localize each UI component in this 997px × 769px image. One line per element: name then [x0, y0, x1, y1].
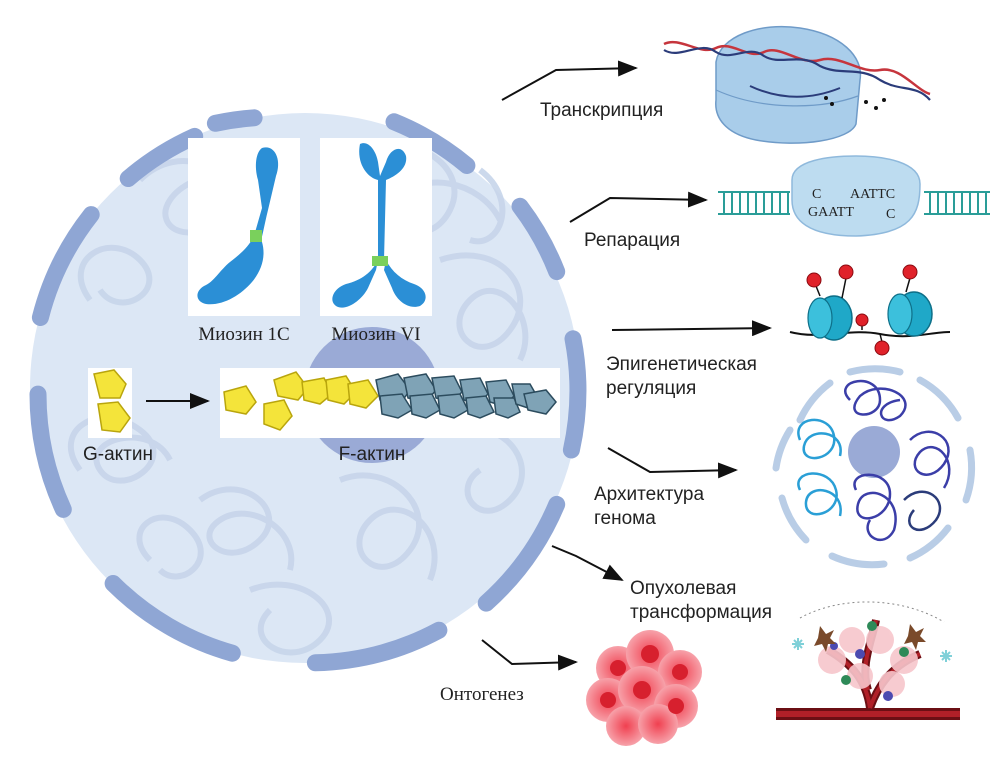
repair-dna-top-left: C — [812, 187, 821, 202]
chromatin — [67, 141, 529, 656]
arrow-ontogenesis — [481, 639, 578, 671]
repair-label: Репарация — [584, 230, 680, 251]
ontogenesis-label: Онтогенез — [440, 684, 524, 705]
epigenetic-label-2: регуляция — [606, 378, 696, 399]
tumor-vessel-icon — [776, 601, 960, 720]
myosin-1c-icon — [197, 147, 279, 305]
nucleosome-methylation-icon — [789, 264, 951, 356]
tumor-label-2: трансформация — [630, 602, 772, 623]
f-actin-blue — [375, 373, 557, 419]
transcription-label: Транскрипция — [540, 100, 663, 121]
arrow-transcription — [501, 60, 638, 101]
tumor-label-1: Опухолевая — [630, 578, 736, 599]
f-actin-label: F-актин — [339, 444, 406, 465]
g-actin-label: G-актин — [83, 444, 153, 465]
transcription-complex-icon — [663, 25, 931, 144]
f-actin-yellow — [223, 371, 379, 431]
myosin-1c-label: Миозин 1С — [198, 324, 289, 345]
repair-dna-top-right: AATTC — [850, 187, 895, 202]
repair-dna-bottom-right: C — [886, 207, 895, 222]
myosin-6-icon — [332, 143, 426, 308]
actin: G-актин F-актин — [83, 368, 560, 465]
nuclear-lamina — [29, 109, 587, 672]
dna-repair-icon: C AATTC GAATT C — [718, 155, 990, 237]
myosin-panels: Миозин 1С Миозин VI — [188, 138, 432, 345]
cell-cluster-icon — [586, 630, 702, 746]
arrow-architecture — [607, 447, 738, 479]
architecture-label-2: генома — [594, 508, 656, 529]
architecture-label-1: Архитектура — [594, 484, 704, 505]
function-arrows — [481, 60, 772, 671]
arrow-epigenetic — [611, 320, 772, 337]
nucleus-architecture-icon — [772, 365, 976, 569]
repair-dna-bottom-left: GAATT — [808, 205, 854, 220]
g-actin-icon — [93, 369, 131, 433]
arrow-repair — [569, 191, 708, 223]
myosin-6-label: Миозин VI — [331, 324, 420, 345]
arrow-tumor — [551, 545, 624, 581]
epigenetic-label-1: Эпигенетическая — [606, 354, 757, 375]
